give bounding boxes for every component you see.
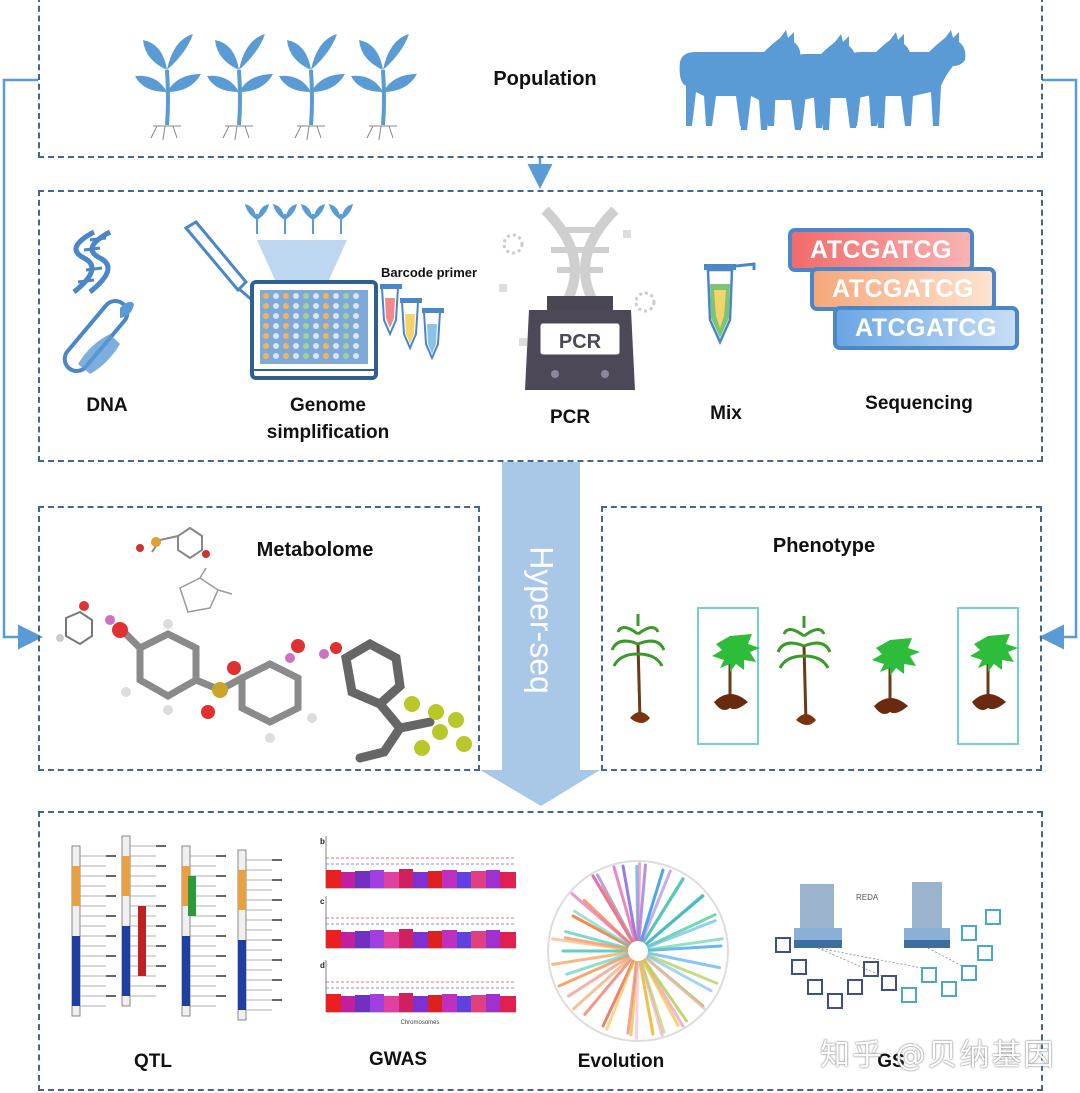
qtl-label: QTL bbox=[134, 1051, 172, 1072]
sequence-box-2: ATCGATCG bbox=[810, 267, 996, 311]
phenotype-panel bbox=[601, 506, 1042, 771]
gwas-xaxis-text: Chromosomes bbox=[400, 1020, 439, 1026]
barcode-tubes-icon bbox=[380, 284, 445, 359]
sequence-box-1: ATCGATCG bbox=[788, 228, 974, 272]
metabolome-label: Metabolome bbox=[256, 539, 374, 561]
pcr-label: PCR bbox=[549, 407, 591, 428]
gs-chart-text: REDA bbox=[856, 893, 879, 902]
library-panel bbox=[38, 190, 1043, 462]
test-tube-icon bbox=[62, 299, 134, 374]
left-connector bbox=[2, 78, 43, 650]
gwas-panel-letter-c: c bbox=[320, 897, 325, 906]
sequence-box-3: ATCGATCG bbox=[833, 306, 1019, 350]
hyperseq-arrow bbox=[480, 462, 600, 806]
sequencing-label: Sequencing bbox=[865, 393, 973, 414]
dna-helix-icon bbox=[72, 229, 112, 294]
analysis-panel bbox=[38, 811, 1043, 1091]
gwas-panel-letter-d: d bbox=[320, 961, 325, 970]
pipette-icon bbox=[183, 220, 253, 302]
well-plate-icon bbox=[250, 280, 378, 380]
metabolome-panel bbox=[38, 506, 480, 771]
molecule-structures bbox=[56, 526, 472, 763]
pcr-device-text: PCR bbox=[559, 331, 602, 353]
population-label: Population bbox=[493, 68, 597, 90]
phenotype-label: Phenotype bbox=[772, 535, 876, 557]
population-panel bbox=[38, 0, 1043, 158]
right-connector bbox=[1039, 78, 1078, 650]
gwas-panel-letter-b: b bbox=[320, 837, 325, 846]
pcr-machine-icon: PCR bbox=[499, 206, 656, 390]
mix-label: Mix bbox=[710, 403, 742, 424]
plant-sprouts bbox=[135, 32, 419, 142]
dna-label: DNA bbox=[86, 395, 128, 416]
barcode-primer-label: Barcode primer bbox=[380, 265, 478, 280]
gs-label: GS bbox=[877, 1051, 905, 1072]
seedling-tray-icon bbox=[245, 203, 354, 280]
plant-phenotypes bbox=[610, 607, 1020, 745]
qtl-map-chart bbox=[71, 835, 283, 1021]
genome-simplification-label: Genome simplification bbox=[266, 395, 390, 443]
cattle-herd bbox=[679, 30, 966, 130]
gwas-manhattan-chart: b c d Chromosomes bbox=[320, 836, 517, 1026]
evolution-label: Evolution bbox=[577, 1051, 665, 1072]
evolution-tree-chart bbox=[525, 835, 755, 1067]
mix-tube-icon bbox=[704, 262, 756, 346]
watermark: 知乎 @贝纳基因 bbox=[820, 1038, 1056, 1073]
gwas-label: GWAS bbox=[368, 1049, 428, 1070]
hyperseq-label: Hyper-seq bbox=[523, 546, 560, 694]
gs-network-chart: REDA bbox=[775, 882, 1001, 1009]
